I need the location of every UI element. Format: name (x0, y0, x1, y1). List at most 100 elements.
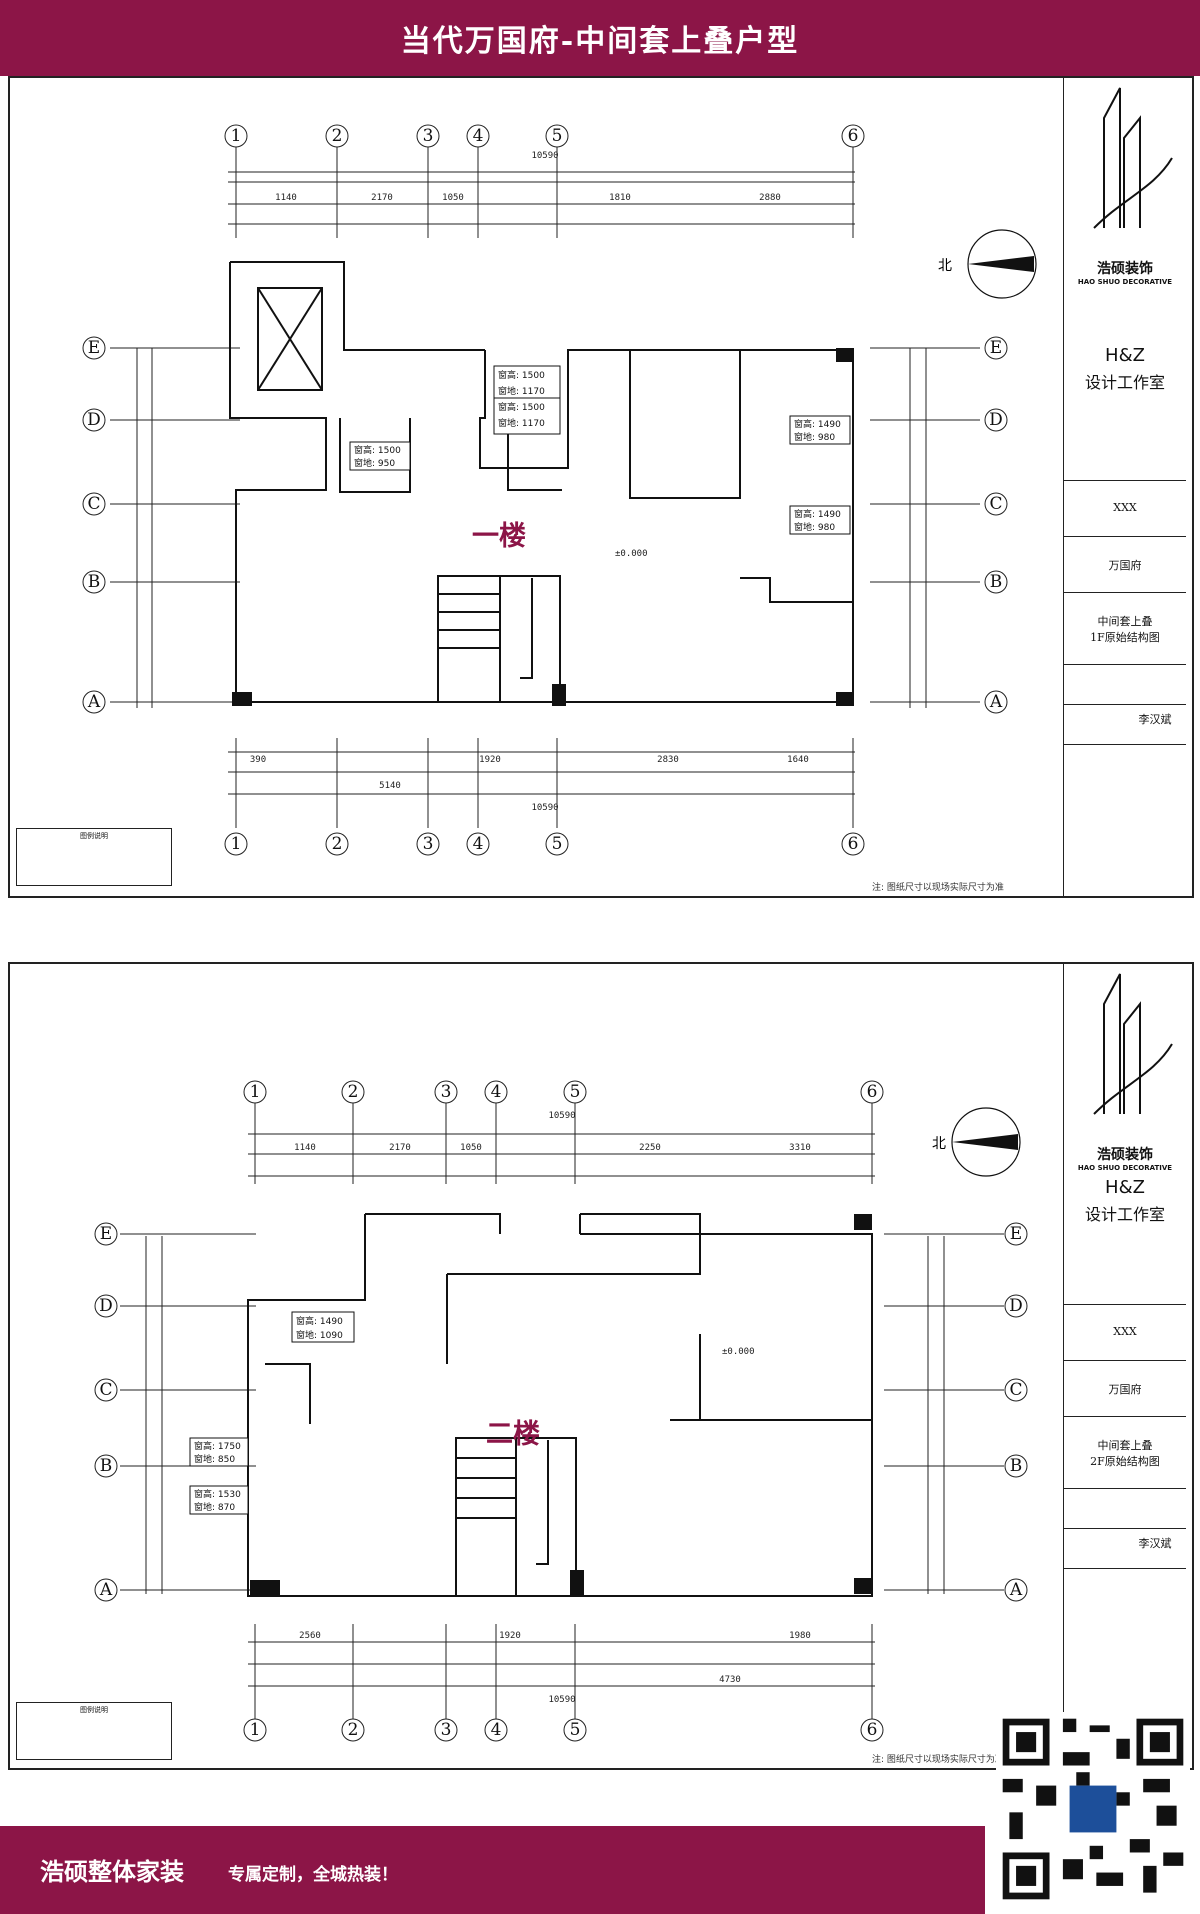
note-2f: 注: 图纸尺寸以现场实际尺寸为准 (872, 1755, 1004, 1765)
brand-name-1f: 浩硕装饰 HAO SHUO DECORATIVE (1064, 258, 1186, 286)
axis2-x-1-bottom: 1 (250, 1720, 261, 1740)
axis-x-3-top: 3 (423, 126, 434, 146)
axis-x-2-bottom: 2 (332, 834, 343, 854)
axis2-y-d-right: D (1009, 1296, 1023, 1316)
window2-3-sill: 窗地: 870 (194, 1501, 235, 1513)
top2-dim-1: 1140 (294, 1143, 316, 1153)
window-annotations-1f: 窗高: 1500 窗地: 1170 窗高: 1500 窗地: 1170 窗高: … (349, 365, 851, 535)
top-dim-2: 2170 (371, 193, 393, 203)
top2-dim-5: 3310 (789, 1143, 811, 1153)
top-dim-1: 1140 (275, 193, 297, 203)
axis-x-5-top: 5 (552, 126, 563, 146)
tb-designer-2f: 李汉斌 (1138, 1537, 1172, 1550)
axis-y-a-left: A (87, 692, 101, 712)
axis-x-4-top: 4 (473, 126, 484, 146)
axis2-x-3-bottom: 3 (441, 1720, 452, 1740)
axis2-x-5-bottom: 5 (570, 1720, 581, 1740)
qr-code[interactable] (996, 1712, 1190, 1906)
axis2-x-6-top: 6 (867, 1082, 878, 1102)
axis2-x-4-bottom: 4 (491, 1720, 502, 1740)
brand-logo-2f (1093, 973, 1173, 1115)
window-2-height: 窗高: 1500 (498, 401, 545, 413)
axis2-x-4-top: 4 (491, 1082, 502, 1102)
tb-drawing-1f: 中间套上叠 (1097, 615, 1153, 628)
axis2-x-2-bottom: 2 (348, 1720, 359, 1740)
top-dim-4: 1810 (609, 193, 631, 203)
elevation-mark-1f: ±0.000 (615, 549, 648, 559)
axis-y-e-right: E (990, 338, 1002, 358)
floor-plan-sheet-2: 1 2 3 4 5 6 1 2 3 4 5 6 E D C B A E D C … (8, 962, 1194, 1770)
floor-label-1f: 一楼 (472, 521, 526, 552)
brand-cn-1f: 浩硕装饰 (1097, 261, 1153, 277)
tb-designer-row-2f: 李汉斌 (1064, 1528, 1186, 1569)
bottom2-dim-4: 1980 (789, 1631, 811, 1641)
tb-project-row-1f: 万国府 (1064, 536, 1186, 593)
axis2-y-a-right: A (1009, 1580, 1023, 1600)
floor-plan-sheet-1: 1 2 3 4 5 6 1 2 3 4 5 6 E D C B A E D C … (8, 76, 1194, 898)
window2-1-height: 窗高: 1490 (296, 1315, 343, 1327)
top-dim-3: 1050 (442, 193, 464, 203)
window-1-sill: 窗地: 1170 (498, 385, 545, 397)
window2-2-height: 窗高: 1750 (194, 1440, 241, 1452)
window2-1-sill: 窗地: 1090 (296, 1329, 343, 1341)
studio-title-2f: H&Z (1105, 1177, 1145, 1198)
walls-2f (247, 1213, 873, 1597)
title-block-2f: 浩硕装饰 HAO SHUO DECORATIVE H&Z 设计工作室 XXX 万… (1063, 964, 1186, 1768)
axis2-x-2-top: 2 (348, 1082, 359, 1102)
tb-drawing-row-1f: 中间套上叠 1F原始结构图 (1064, 592, 1186, 665)
axis2-y-e-left: E (100, 1224, 112, 1244)
window-1-height: 窗高: 1500 (498, 369, 545, 381)
legend-1f: 图例说明 (16, 828, 172, 886)
brand-cn-2f: 浩硕装饰 (1097, 1147, 1153, 1163)
tb-drawing-sub-1f: 1F原始结构图 (1090, 631, 1160, 644)
brand-en-2f: HAO SHUO DECORATIVE (1077, 1164, 1173, 1172)
axis2-y-a-left: A (99, 1580, 113, 1600)
tb-owner-row-2f: XXX (1064, 1304, 1186, 1361)
tb-designer-row-1f: 李汉斌 (1064, 704, 1186, 745)
axis-y-c-right: C (989, 494, 1002, 514)
axis2-x-5-top: 5 (570, 1082, 581, 1102)
tb-drawing-row-2f: 中间套上叠 2F原始结构图 (1064, 1416, 1186, 1489)
studio-name-1f: H&Z 设计工作室 (1064, 342, 1186, 396)
legend-title-2f: 图例说明 (80, 1706, 108, 1714)
overall-dim-top: 10590 (531, 151, 558, 161)
axis2-y-d-left: D (99, 1296, 113, 1316)
floor-plan-2-drawing: 1 2 3 4 5 6 1 2 3 4 5 6 E D C B A E D C … (94, 1080, 1028, 1742)
tb-design-row-2f (1064, 1488, 1186, 1529)
axis-x-6-top: 6 (848, 126, 859, 146)
axis-x-2-top: 2 (332, 126, 343, 146)
note-1f: 注: 图纸尺寸以现场实际尺寸为准 (872, 883, 1004, 893)
axis-x-1-top: 1 (231, 126, 242, 146)
window2-2-sill: 窗地: 850 (194, 1453, 235, 1465)
banner-title: 当代万国府-中间套上叠户型 (400, 24, 800, 59)
bottom-dim-3: 1920 (479, 755, 501, 765)
legend-2f: 图例说明 (16, 1702, 172, 1760)
axis2-y-e-right: E (1010, 1224, 1022, 1244)
axis2-y-b-right: B (1010, 1456, 1023, 1476)
bottom2-dim-1: 2560 (299, 1631, 321, 1641)
studio-name-2f: H&Z 设计工作室 (1064, 1174, 1186, 1228)
floor-label-2f: 二楼 (486, 1419, 540, 1450)
axis-y-d-right: D (989, 410, 1003, 430)
window-4-height: 窗高: 1490 (794, 418, 841, 430)
north-label-2f: 北 (932, 1136, 946, 1152)
tb-misc-row-2f (1064, 1568, 1186, 1769)
axis-x-4-bottom: 4 (473, 834, 484, 854)
window2-3-height: 窗高: 1530 (194, 1488, 241, 1500)
tb-designer-1f: 李汉斌 (1138, 713, 1172, 726)
axis2-y-c-right: C (1009, 1380, 1022, 1400)
overall2-dim-bottom: 10590 (548, 1695, 575, 1705)
axis-y-e-left: E (88, 338, 100, 358)
footer-company: 浩硕整体家装 (40, 1858, 184, 1886)
bottom2-dim-3: 4730 (719, 1675, 741, 1685)
axis2-x-6-bottom: 6 (867, 1720, 878, 1740)
overall-dim-bottom: 10590 (531, 803, 558, 813)
brand-en-1f: HAO SHUO DECORATIVE (1077, 278, 1173, 286)
studio-subtitle-1f: 设计工作室 (1084, 373, 1165, 392)
axis-x-1-bottom: 1 (231, 834, 242, 854)
footer-banner: 浩硕整体家装 专属定制，全城热装！ (0, 1826, 985, 1914)
axis2-y-c-left: C (99, 1380, 112, 1400)
axis-y-d-left: D (87, 410, 101, 430)
axis-x-3-bottom: 3 (423, 834, 434, 854)
bottom-dim-1: 390 (250, 755, 266, 765)
